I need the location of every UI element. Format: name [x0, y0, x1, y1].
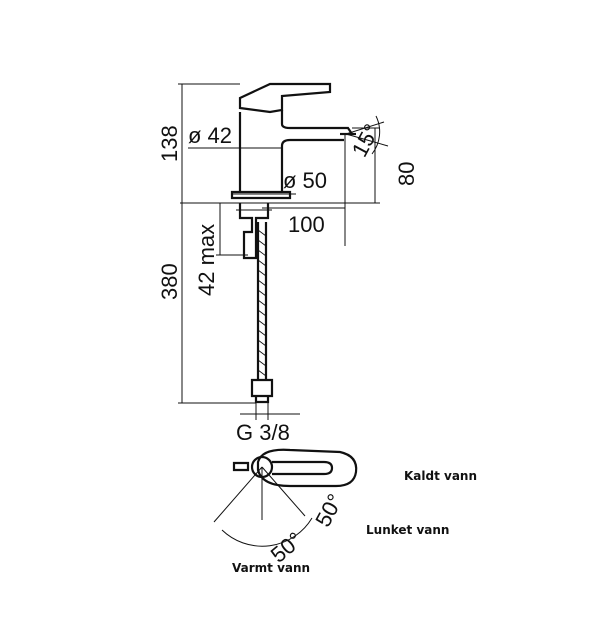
dim-hose-length: 380: [157, 263, 182, 300]
lever-top-view: [213, 448, 358, 547]
faucet-side-view: [180, 82, 356, 404]
label-lukewarm-water: Lunket vann: [366, 523, 449, 537]
label-warm-water: Varmt vann: [232, 561, 310, 575]
dim-lever-angle-cold: 50°: [310, 490, 348, 531]
dim-body-diameter: ø 42: [188, 123, 232, 148]
label-cold-water: Kaldt vann: [404, 469, 477, 483]
dim-base-diameter: ø 50: [283, 168, 327, 193]
dim-height-total: 138: [157, 125, 182, 162]
dim-max-deck-thickness: 42 max: [194, 224, 219, 296]
dim-reach: 100: [288, 212, 325, 237]
dimension-lines: [178, 83, 389, 420]
dim-spout-height: 80: [394, 162, 419, 186]
dim-connection: G 3/8: [236, 420, 290, 445]
